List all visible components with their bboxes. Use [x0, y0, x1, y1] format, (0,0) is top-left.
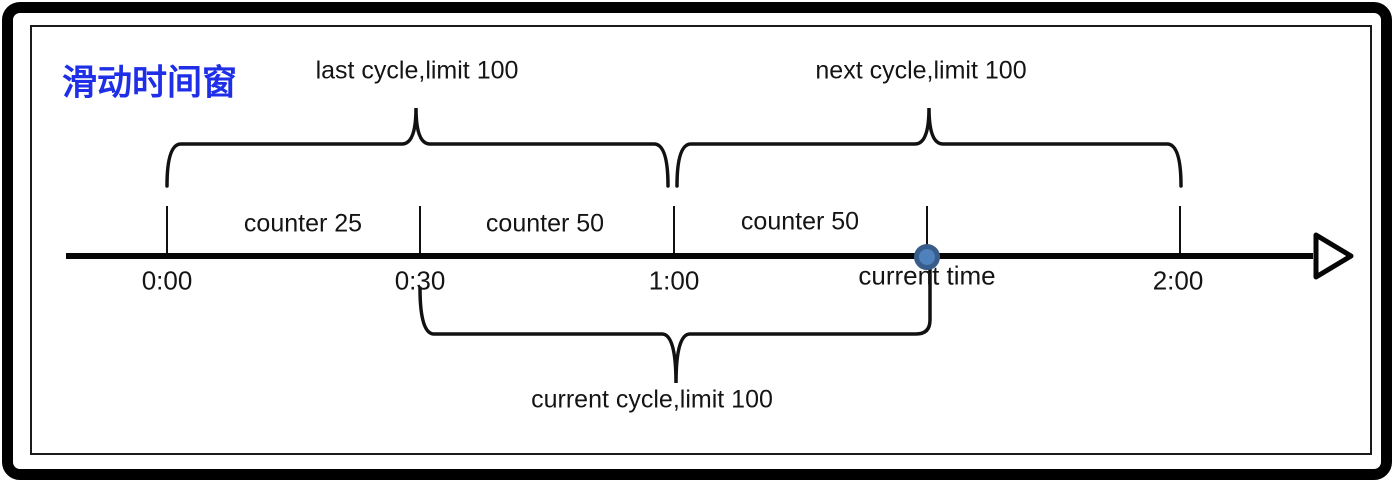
- next-cycle-brace: [675, 107, 1183, 188]
- tick-label-0100: 1:00: [648, 265, 700, 296]
- last-cycle-brace: [165, 107, 670, 188]
- next-cycle-label: next cycle,limit 100: [815, 56, 1027, 85]
- segment-counter-50a-label: counter 50: [485, 209, 605, 238]
- page-title: 滑动时间窗: [62, 63, 238, 103]
- segment-counter-50b-label: counter 50: [740, 207, 860, 236]
- arrowhead-icon: [1313, 232, 1354, 280]
- last-cycle-label: last cycle,limit 100: [315, 56, 519, 85]
- current-time-dot-icon: [914, 244, 940, 270]
- tick-label-0000: 0:00: [141, 265, 193, 296]
- current-cycle-label: current cycle,limit 100: [531, 385, 773, 414]
- current-time-label: current time: [858, 260, 996, 291]
- tick-label-0200: 2:00: [1152, 265, 1204, 296]
- inner-border: [30, 25, 1372, 455]
- tick-label-0030: 0:30: [394, 265, 446, 296]
- segment-counter-25-label: counter 25: [243, 209, 363, 238]
- current-cycle-brace: [418, 266, 932, 384]
